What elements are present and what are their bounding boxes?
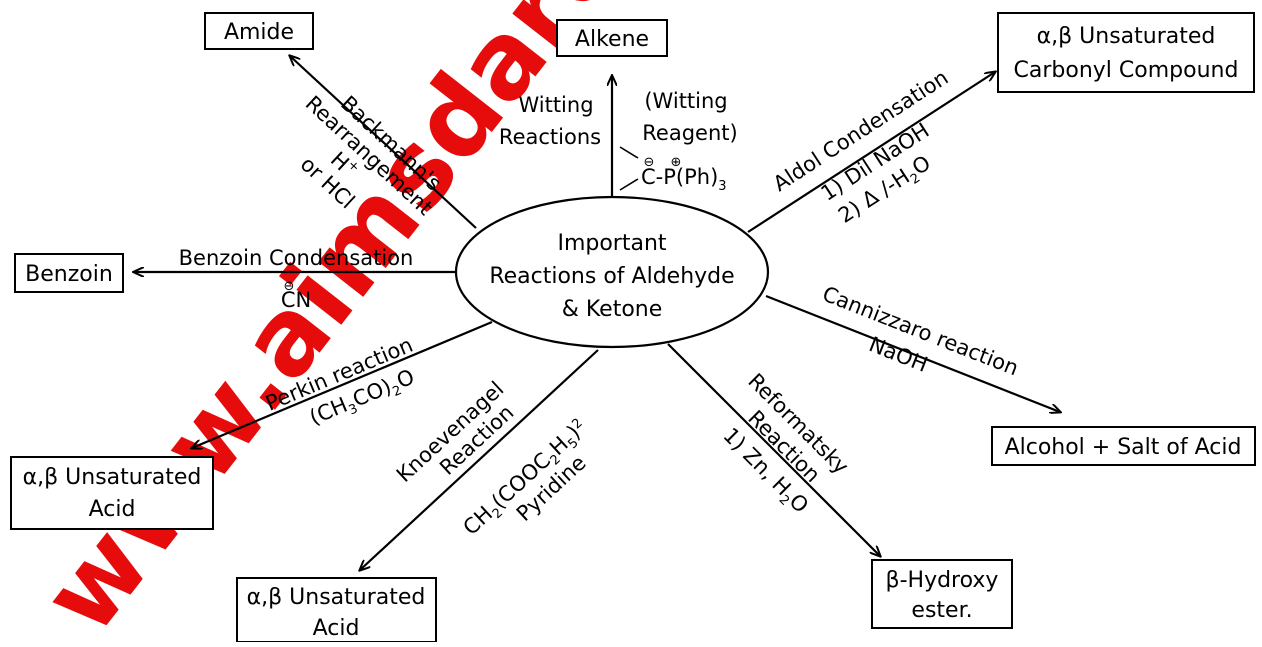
witting-bond-upper — [619, 146, 639, 159]
witting-bond-lower — [619, 178, 639, 191]
arrow-to-hydroxy-ester — [667, 343, 880, 556]
benzoin-reaction-name: Benzoin Condensation — [179, 246, 414, 270]
carbonyl-compound-line1: α,β Unsaturated — [1037, 24, 1216, 49]
alcohol-salt-box — [991, 426, 1256, 466]
center-ellipse — [454, 195, 770, 349]
arrow-to-amide — [290, 56, 477, 229]
arrow-to-unsaturated-acid-left — [192, 320, 493, 448]
unsaturated-acid-left-box — [10, 456, 214, 530]
hydroxy-ester-line1: β-Hydroxy — [886, 568, 999, 593]
witting-reagent-line2: Reagent) — [642, 121, 737, 145]
benzoin-label: Benzoin — [25, 262, 113, 287]
hydroxy-ester-box — [871, 559, 1013, 629]
witting-formula: C-P(Ph)3 — [641, 165, 727, 194]
amide-box — [204, 12, 314, 50]
arrow-to-carbonyl-compound — [747, 72, 995, 233]
knoevenagel-labels: Knoevenagel Reaction CH2(COOC2H5)2 Pyrid… — [392, 377, 591, 540]
arrow-to-unsaturated-acid-bottom — [360, 349, 599, 570]
unsaturated-acid-bottom-line1: α,β Unsaturated — [247, 585, 426, 610]
witting-reagent-line1: (Witting — [644, 89, 727, 113]
center-title-line3: & Ketone — [562, 297, 663, 322]
center-title-line2: Reactions of Aldehyde — [489, 264, 734, 289]
aldol-labels: Aldol Condensation 1) Dil NaOH 2) Δ /-H2… — [769, 65, 953, 227]
unsaturated-acid-left-line1: α,β Unsaturated — [23, 465, 202, 490]
carbonyl-compound-box — [997, 12, 1255, 93]
witting-line1: Witting — [518, 93, 593, 117]
carbonyl-compound-line2: Carbonyl Compound — [1014, 58, 1239, 83]
alcohol-salt-label: Alcohol + Salt of Acid — [1005, 435, 1242, 460]
center-title-line1: Important — [557, 231, 666, 256]
unsaturated-acid-left-line2: Acid — [89, 497, 136, 522]
benzoin-minus-charge: ⊖ — [284, 279, 295, 294]
cannizzaro-labels: Cannizzaro reaction NaOH — [819, 282, 1022, 381]
witting-plus-charge: ⊕ — [671, 155, 682, 170]
unsaturated-acid-bottom-line2: Acid — [313, 616, 360, 641]
hydroxy-ester-line2: ester. — [911, 598, 972, 623]
unsaturated-acid-bottom-box — [236, 577, 437, 643]
witting-line2: Reactions — [499, 125, 601, 149]
alkene-box — [556, 19, 668, 57]
benzoin-reagent: CN — [281, 288, 311, 312]
amide-label: Amide — [224, 20, 294, 45]
benzoin-box — [14, 253, 124, 293]
reformatsky-labels: Reformatsky Reaction 1) Zn, H2O — [718, 369, 853, 518]
alkene-label: Alkene — [575, 27, 649, 52]
witting-minus-charge: ⊖ — [644, 155, 655, 170]
arrow-to-alcohol-salt — [765, 294, 1060, 412]
